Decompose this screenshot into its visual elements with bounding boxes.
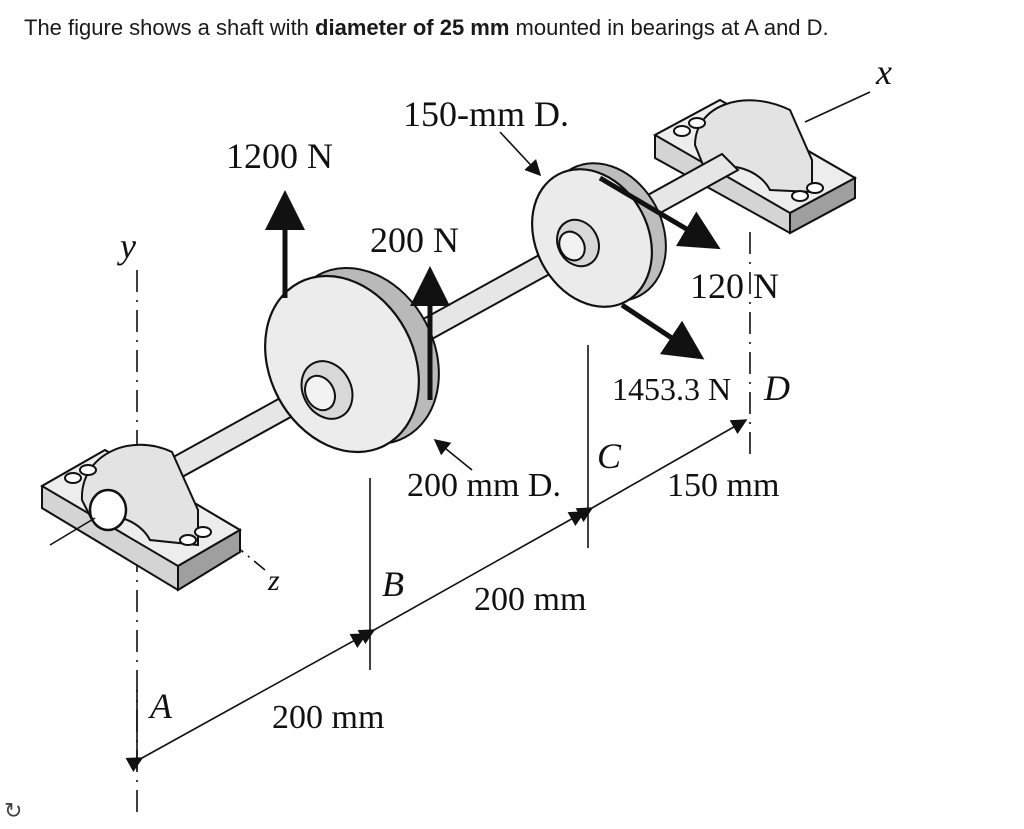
intro-text-2: mounted in bearings at A and D.	[509, 15, 829, 40]
intro-bold-diameter: diameter of 25 mm	[315, 15, 510, 40]
label-1200n: 1200 N	[226, 136, 333, 176]
label-150mm-dia: 150-mm D.	[403, 94, 569, 134]
dim-line-ab	[125, 633, 368, 772]
label-dist-bc: 200 mm	[474, 581, 586, 618]
label-1453n: 1453.3 N	[612, 371, 731, 407]
force-1453-arrow	[620, 302, 705, 360]
refresh-icon[interactable]: ↻	[4, 798, 23, 823]
dim-line-bc	[357, 511, 586, 645]
label-point-a: A	[148, 686, 173, 726]
x-axis-line	[804, 91, 871, 123]
label-point-d: D	[763, 368, 790, 408]
dim-line-cd	[575, 419, 748, 523]
label-axis-z: z	[267, 564, 280, 597]
label-200mm-dia: 200 mm D.	[407, 467, 561, 504]
label-point-b: B	[382, 564, 404, 604]
problem-statement: The figure shows a shaft with diameter o…	[24, 14, 829, 42]
force-120-arrow	[598, 175, 721, 250]
leader-150mm	[499, 131, 542, 177]
label-200n: 200 N	[370, 220, 459, 260]
bearing-a	[40, 443, 242, 592]
bearing-d	[652, 98, 858, 235]
label-dist-cd: 150 mm	[667, 467, 779, 504]
intro-text-1: The figure shows a shaft with	[24, 15, 316, 40]
shaft-stub-a	[49, 517, 96, 546]
label-point-c: C	[597, 436, 622, 476]
pulley-b	[264, 267, 440, 454]
label-axis-x: x	[875, 52, 892, 92]
label-120n: 120 N	[690, 266, 779, 306]
leader-200mm	[433, 438, 473, 471]
label-axis-y: y	[117, 226, 136, 266]
label-dist-ab: 200 mm	[272, 699, 384, 736]
